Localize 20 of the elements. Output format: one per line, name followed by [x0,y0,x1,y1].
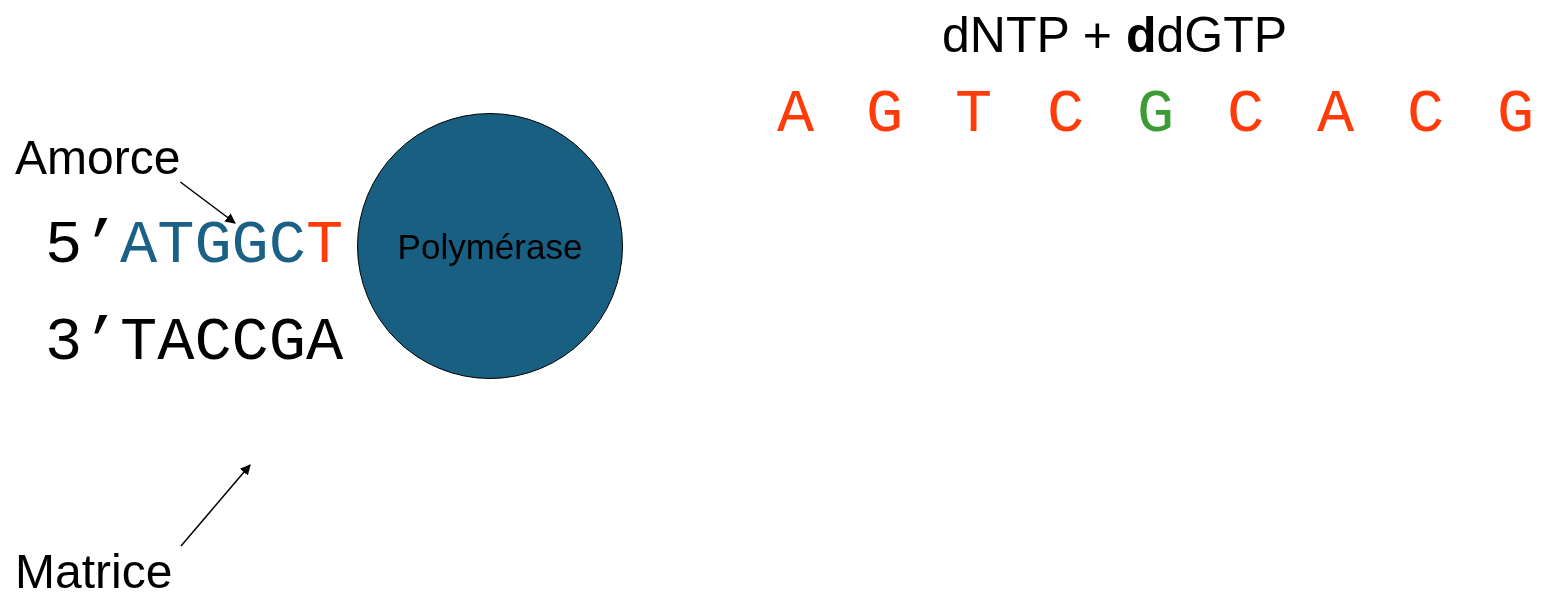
node-label: Polymérase [397,228,583,264]
nucleotide-letter: C [1407,84,1445,146]
template-sequence: TACCGA [120,312,344,374]
nucleotide-letter: G [866,84,904,146]
part-label: Amorce [15,134,181,182]
nucleotide-letter: A [777,84,815,146]
primer-sequence: ATGGC [120,215,307,277]
nucleotide-letter: T [955,84,993,146]
nucleotide-letter: G [1137,84,1175,146]
nucleotide-letter: T [306,215,344,277]
leader-arrow [179,181,236,224]
strand-end-label: 3’ [45,312,120,374]
part-label: Matrice [15,548,173,596]
nucleotide-letter: C [1047,84,1085,146]
strand-end-label: 5’ [45,215,120,277]
nucleotide-letter: A [1317,84,1355,146]
nucleotide-letter: G [1497,84,1535,146]
nucleotide-letter: C [1227,84,1265,146]
leader-arrow [180,464,251,547]
reagent-label: dNTP + ddGTP [942,10,1288,60]
